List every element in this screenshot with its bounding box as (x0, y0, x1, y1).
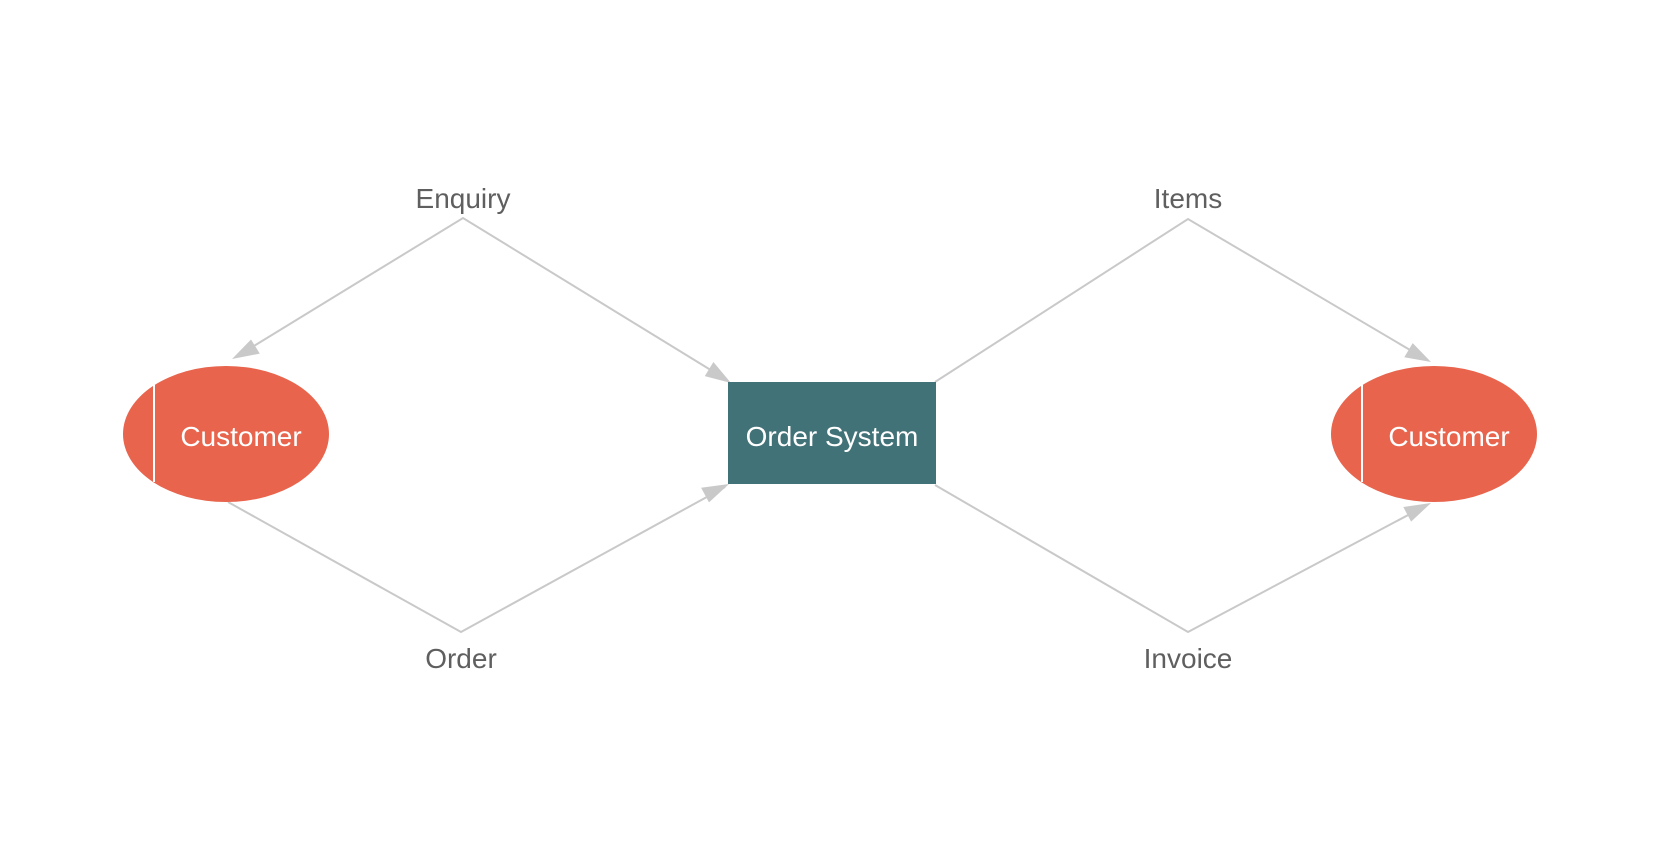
invoice-arrow-to-customer (1403, 503, 1431, 522)
invoice-connector[interactable] (934, 484, 1428, 634)
order-system-process[interactable]: Order System (728, 382, 936, 484)
customer-entity-left-shape (123, 366, 329, 502)
enquiry-arrow-to-customer (232, 339, 260, 359)
customer-entity-right-shape (1331, 366, 1537, 502)
items-connector[interactable] (934, 217, 1428, 383)
enquiry-connector[interactable] (235, 216, 728, 381)
customer-entity-right-label: Customer (1388, 421, 1509, 452)
items-arrow-to-customer (1404, 343, 1431, 362)
items-label: Items (1154, 183, 1222, 214)
order-connector[interactable] (227, 486, 726, 634)
customer-entity-right[interactable]: Customer (1331, 366, 1537, 502)
order-system-process-label: Order System (746, 421, 919, 452)
enquiry-label: Enquiry (416, 183, 511, 214)
order-label: Order (425, 643, 497, 674)
order-arrow-to-order-system (701, 484, 729, 503)
enquiry-arrow-to-order-system (704, 362, 731, 383)
customer-entity-left-label: Customer (180, 421, 301, 452)
customer-entity-left[interactable]: Customer (123, 366, 329, 502)
order-system-process-shape (728, 382, 936, 484)
invoice-label: Invoice (1144, 643, 1233, 674)
